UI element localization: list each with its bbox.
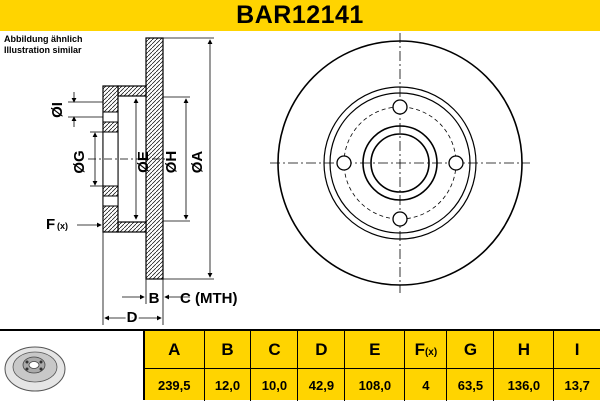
hat-wall-upper — [117, 85, 147, 97]
header-B: B — [203, 331, 251, 369]
bolt-hole-lower — [102, 195, 119, 207]
technical-drawing: ØI ØG ØE ØH ØA — [46, 33, 530, 328]
header-G: G — [446, 331, 494, 369]
outer-edge — [277, 40, 523, 286]
dimension-B-C: B C (MTH) — [122, 279, 237, 307]
label-dia-H: ØH — [163, 151, 180, 174]
bolt-hole-3 — [392, 211, 408, 227]
spec-value-row: 239,5 12,0 10,0 42,9 108,0 4 63,5 136,0 … — [145, 368, 600, 401]
spec-table-area: A B C D E F(x) G H I 239,5 12,0 10,0 42,… — [0, 329, 600, 401]
label-dia-E: ØE — [135, 151, 152, 173]
header-E: E — [344, 331, 405, 369]
value-D: 42,9 — [297, 368, 345, 401]
dimension-F: F (x) — [46, 216, 102, 233]
dimension-A: ØA — [163, 37, 214, 280]
hat-wall-lower — [117, 221, 147, 233]
header-F: F(x) — [404, 331, 447, 369]
disc-cross-section — [102, 37, 164, 280]
part-number-title: BAR12141 — [236, 1, 364, 29]
note-line-de: Abbildung ähnlich — [4, 34, 83, 44]
bolt-hole-2 — [448, 155, 464, 171]
label-fx-sub: (x) — [57, 221, 68, 231]
label-fx: F — [46, 216, 55, 233]
label-b: B — [149, 290, 160, 307]
label-dia-G: ØG — [71, 150, 88, 173]
hub-outer — [362, 125, 438, 201]
header-A: A — [145, 331, 204, 369]
dimension-H: ØH — [163, 96, 190, 222]
title-bar: BAR12141 — [0, 0, 600, 31]
value-A: 239,5 — [157, 377, 191, 393]
bolt-hole-upper — [102, 111, 119, 123]
header-F-letter: F — [414, 339, 425, 359]
disc-thumbnail — [0, 331, 145, 400]
bolt-hole-1 — [392, 99, 408, 115]
value-F: 4 — [404, 368, 447, 401]
value-C: 10,0 — [250, 368, 298, 401]
header-H: H — [493, 331, 554, 369]
label-c-mth: C (MTH) — [180, 290, 237, 307]
dimension-G: ØG — [71, 131, 103, 187]
header-F-sub: (x) — [424, 346, 438, 358]
label-d: D — [127, 309, 138, 326]
value-G: 63,5 — [446, 368, 494, 401]
dimension-E: ØE — [133, 98, 152, 220]
header-C: C — [250, 331, 298, 369]
center-bore-ring — [370, 133, 430, 193]
header-I: I — [553, 331, 600, 369]
value-B: 12,0 — [203, 368, 251, 401]
hat-outer — [329, 92, 471, 234]
value-E: 108,0 — [344, 368, 405, 401]
friction-ring-inner — [323, 86, 477, 240]
value-H: 136,0 — [493, 368, 554, 401]
dimension-D: D — [102, 232, 164, 328]
bolt-hole-4 — [336, 155, 352, 171]
value-I: 13,7 — [553, 368, 600, 401]
note-line-en: Illustration similar — [4, 45, 82, 55]
label-dia-I: ØI — [49, 102, 66, 118]
dimension-I: ØI — [49, 92, 103, 127]
spec-header-row: A B C D E F(x) G H I — [145, 331, 600, 369]
label-dia-A: ØA — [189, 151, 206, 174]
spec-table: A B C D E F(x) G H I 239,5 12,0 10,0 42,… — [145, 331, 600, 401]
disc-front-view — [270, 33, 530, 293]
header-D: D — [297, 331, 345, 369]
